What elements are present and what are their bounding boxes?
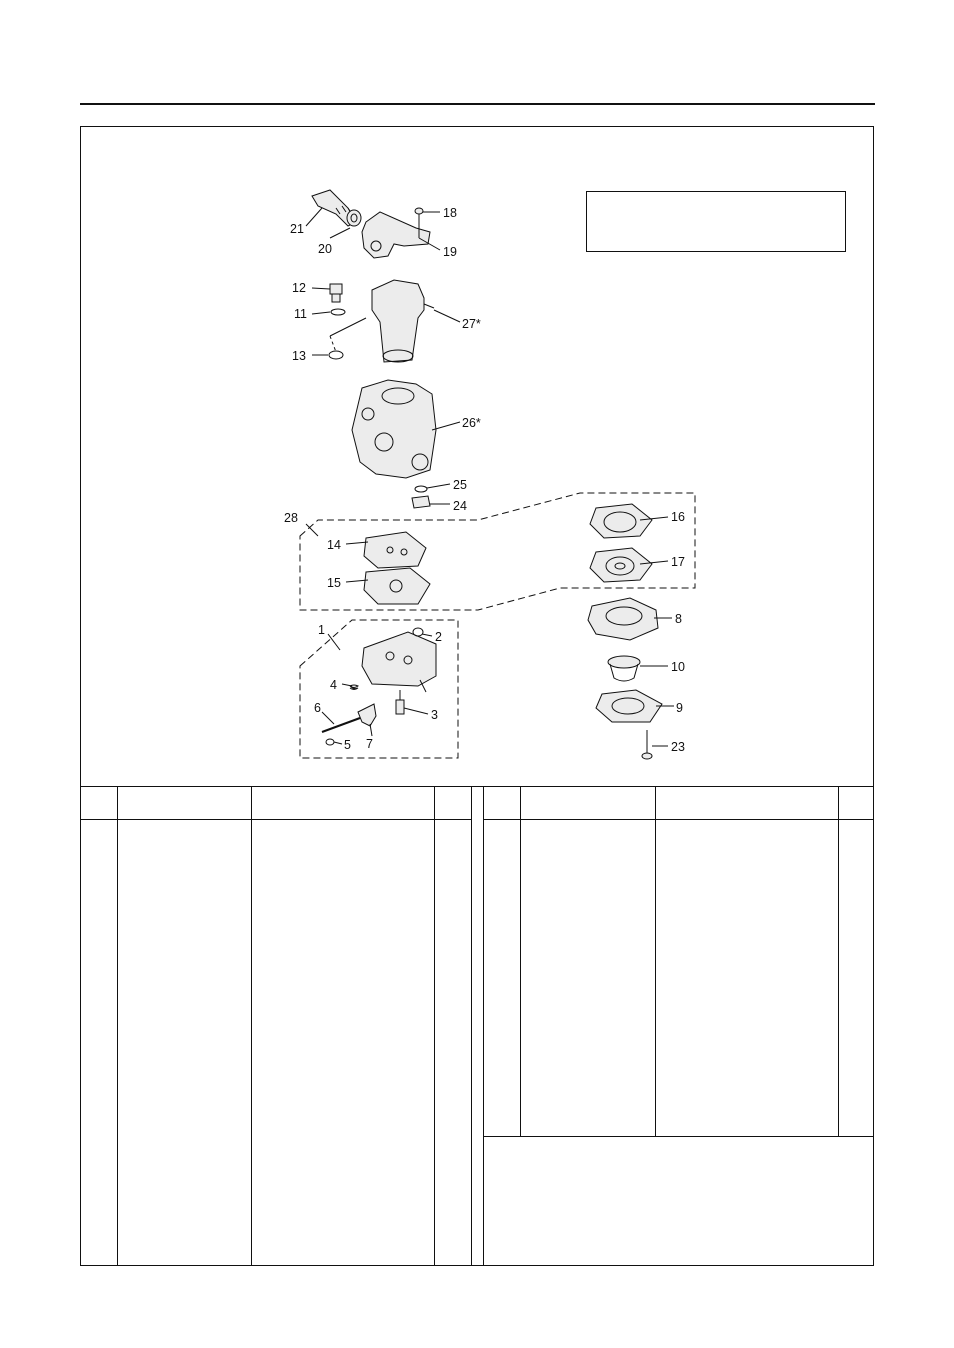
oring-part-25 bbox=[414, 485, 428, 493]
needle-part-3 bbox=[395, 690, 405, 715]
callout-1: 1 bbox=[318, 623, 325, 637]
callout-4: 4 bbox=[330, 678, 337, 692]
callout-13: 13 bbox=[292, 349, 306, 363]
pin-part-6 bbox=[321, 717, 361, 733]
cover-part-9 bbox=[595, 689, 663, 723]
gasket-part-14 bbox=[363, 531, 427, 569]
callout-10: 10 bbox=[671, 660, 685, 674]
nut-part-24 bbox=[411, 495, 431, 509]
callout-5: 5 bbox=[344, 738, 351, 752]
callout-15: 15 bbox=[327, 576, 341, 590]
pump-cover-part-8 bbox=[587, 597, 659, 641]
diaphragm-part-17 bbox=[589, 547, 653, 583]
screw-part-18 bbox=[414, 207, 424, 238]
callout-8: 8 bbox=[675, 612, 682, 626]
primer-bulb-part-10 bbox=[607, 655, 641, 682]
throttle-body-part-27 bbox=[329, 279, 435, 363]
col-divider bbox=[251, 786, 252, 1266]
callout-17: 17 bbox=[671, 555, 685, 569]
callout-3: 3 bbox=[431, 708, 438, 722]
col-divider bbox=[655, 786, 656, 1137]
callout-24: 24 bbox=[453, 499, 467, 513]
plug-part-12 bbox=[329, 283, 343, 303]
callout-20: 20 bbox=[318, 242, 332, 256]
table-header-rule-left bbox=[80, 819, 471, 820]
callout-19: 19 bbox=[443, 245, 457, 259]
lever-part-7 bbox=[357, 703, 377, 727]
callout-12: 12 bbox=[292, 281, 306, 295]
callout-28: 28 bbox=[284, 511, 298, 525]
callout-16: 16 bbox=[671, 510, 685, 524]
gasket-kit-boundary-28 bbox=[299, 492, 696, 611]
col-divider bbox=[471, 786, 472, 1266]
leader-lines bbox=[305, 207, 674, 747]
bracket-part-19 bbox=[361, 211, 431, 259]
callout-14: 14 bbox=[327, 538, 341, 552]
washer-part-11 bbox=[330, 308, 346, 316]
callout-26: 26* bbox=[462, 416, 481, 430]
screw-part-23 bbox=[641, 730, 653, 760]
ring-part-13 bbox=[328, 350, 344, 360]
nut-part-20 bbox=[346, 209, 362, 227]
col-divider bbox=[483, 786, 484, 1266]
col-divider bbox=[838, 786, 839, 1137]
callout-18: 18 bbox=[443, 206, 457, 220]
callout-23: 23 bbox=[671, 740, 685, 754]
screw-part-5 bbox=[325, 738, 335, 746]
diaphragm-part-15 bbox=[363, 567, 431, 605]
screen-part-2 bbox=[412, 627, 424, 637]
notes-area-rule bbox=[483, 1136, 874, 1137]
callout-2: 2 bbox=[435, 630, 442, 644]
table-top-rule bbox=[80, 786, 483, 787]
callout-9: 9 bbox=[676, 701, 683, 715]
note-box bbox=[586, 191, 846, 252]
table-header-rule-right bbox=[483, 819, 874, 820]
callout-6: 6 bbox=[314, 701, 321, 715]
header-rule bbox=[80, 103, 875, 105]
callout-7: 7 bbox=[366, 737, 373, 751]
metering-kit-boundary-1 bbox=[299, 619, 459, 759]
col-divider bbox=[434, 786, 435, 1266]
col-divider bbox=[117, 786, 118, 1266]
callout-11: 11 bbox=[294, 307, 307, 321]
metering-body-part-1 bbox=[361, 631, 437, 693]
callout-27: 27* bbox=[462, 317, 481, 331]
table-top-rule bbox=[483, 786, 874, 787]
callout-21: 21 bbox=[290, 222, 304, 236]
page-frame bbox=[80, 126, 874, 1266]
callout-25: 25 bbox=[453, 478, 467, 492]
gasket-part-16 bbox=[589, 503, 653, 539]
col-divider bbox=[520, 786, 521, 1137]
carburetor-body-part-26 bbox=[351, 379, 437, 479]
